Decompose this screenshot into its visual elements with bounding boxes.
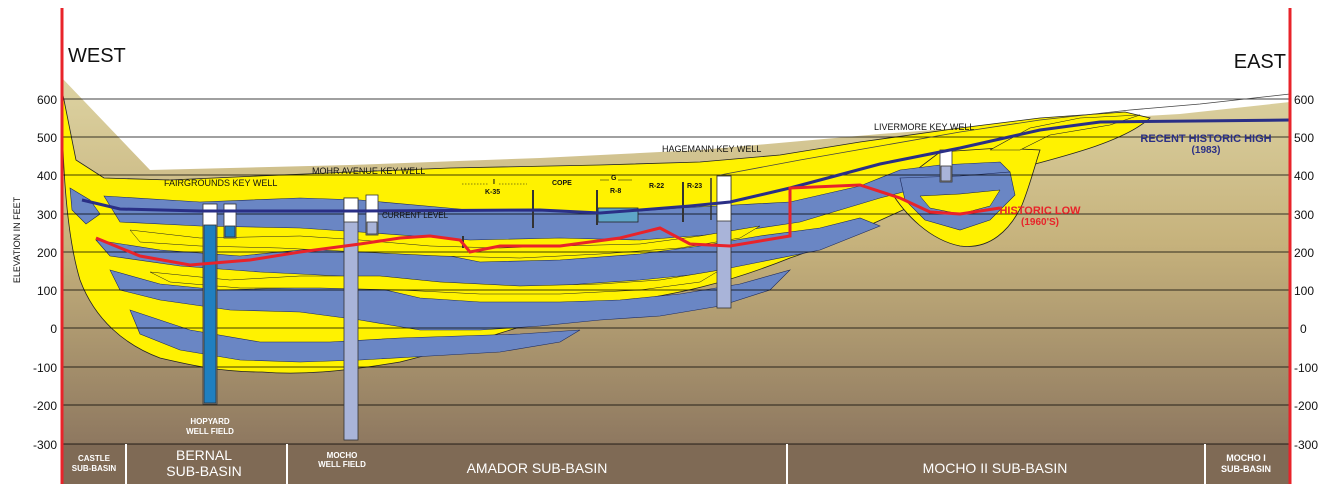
mocho1-label-1: MOCHO I <box>1226 453 1266 463</box>
mocho1-label-2: SUB-BASIN <box>1221 464 1271 474</box>
land-surface-line <box>719 93 1291 176</box>
tick-left-600: 600 <box>37 93 57 107</box>
hagemann-key-well-label: HAGEMANN KEY WELL <box>662 144 761 154</box>
tick-left-200: 200 <box>37 246 57 260</box>
hopyard-label-1: HOPYARD <box>190 417 229 426</box>
tick-left-n100: -100 <box>33 361 57 375</box>
historic-low-year: (1960'S) <box>1021 217 1059 228</box>
tick-left-500: 500 <box>37 131 57 145</box>
clay-eastern-fan <box>989 114 1141 151</box>
mocho-field-label-2: WELL FIELD <box>318 460 366 469</box>
historic-high-year: (1983) <box>1192 145 1221 156</box>
east-label: EAST <box>1234 51 1286 73</box>
right-tick-labels: 600 500 400 300 200 100 0 -100 -200 -300 <box>1294 93 1318 452</box>
fairgrounds-well-screen <box>203 224 217 404</box>
castle-label-1: CASTLE <box>78 454 111 463</box>
castle-label-2: SUB-BASIN <box>72 464 117 473</box>
r23-label: R-23 <box>687 183 702 190</box>
sub-basin-dividers <box>125 444 1206 484</box>
fairgrounds-key-well-label: FAIRGROUNDS KEY WELL <box>164 178 277 188</box>
k35-label: K-35 <box>485 189 500 196</box>
clay-lenses <box>129 189 1001 295</box>
bernal-label-1: BERNAL <box>176 447 232 463</box>
well-labels: FAIRGROUNDS KEY WELL MOHR AVENUE KEY WEL… <box>164 122 974 220</box>
hopyard-label-2: WELL FIELD <box>186 427 234 436</box>
tick-right-400: 400 <box>1294 169 1314 183</box>
amador-label: AMADOR SUB-BASIN <box>467 460 608 476</box>
historic-low-line <box>95 183 1001 267</box>
mohr-avenue-key-well-label: MOHR AVENUE KEY WELL <box>312 166 425 176</box>
current-level-label: CURRENT LEVEL <box>382 211 449 220</box>
left-tick-labels: 600 500 400 300 200 100 0 -100 -200 -300 <box>33 93 57 452</box>
wells <box>202 149 953 441</box>
cope-label: COPE <box>552 180 572 187</box>
tick-left-100: 100 <box>37 284 57 298</box>
bernal-label-2: SUB-BASIN <box>166 463 241 479</box>
tick-right-n300: -300 <box>1294 438 1318 452</box>
mocho-well <box>343 197 359 441</box>
mocho-field-label-1: MOCHO <box>327 451 358 460</box>
tick-right-n200: -200 <box>1294 399 1318 413</box>
tick-left-0: 0 <box>50 322 57 336</box>
tick-right-n100: -100 <box>1294 361 1318 375</box>
r22-label: R-22 <box>649 183 664 190</box>
tick-right-500: 500 <box>1294 131 1314 145</box>
k35-marker: I <box>493 179 495 186</box>
historic-low-label: HISTORIC LOW <box>999 205 1081 217</box>
tick-left-n200: -200 <box>33 399 57 413</box>
sub-basin-bar <box>62 444 1290 484</box>
tick-left-400: 400 <box>37 169 57 183</box>
elevation-gridlines <box>62 98 1290 445</box>
livermore-key-well-label: LIVERMORE KEY WELL <box>874 122 974 132</box>
mocho2-label: MOCHO II SUB-BASIN <box>923 460 1068 476</box>
historic-high-label: RECENT HISTORIC HIGH <box>1140 133 1271 145</box>
west-label: WEST <box>68 45 126 67</box>
tick-right-0: 0 <box>1300 322 1307 336</box>
tick-right-200: 200 <box>1294 246 1314 260</box>
sub-basin-labels: CASTLE SUB-BASIN BERNAL SUB-BASIN AMADOR… <box>72 447 1271 479</box>
current-level-line <box>81 118 1291 215</box>
g-marker: G <box>611 175 617 182</box>
tick-right-300: 300 <box>1294 208 1314 222</box>
well-field-labels: HOPYARD WELL FIELD MOCHO WELL FIELD <box>186 417 366 469</box>
tick-left-300: 300 <box>37 208 57 222</box>
r8-label: R-8 <box>610 188 621 195</box>
small-well-tags: I K-35 COPE G R-8 R-22 R-23 <box>462 175 702 196</box>
y-axis-label: ELEVATION IN FEET <box>12 196 22 283</box>
tick-right-100: 100 <box>1294 284 1314 298</box>
tick-left-n300: -300 <box>33 438 57 452</box>
tick-right-600: 600 <box>1294 93 1314 107</box>
